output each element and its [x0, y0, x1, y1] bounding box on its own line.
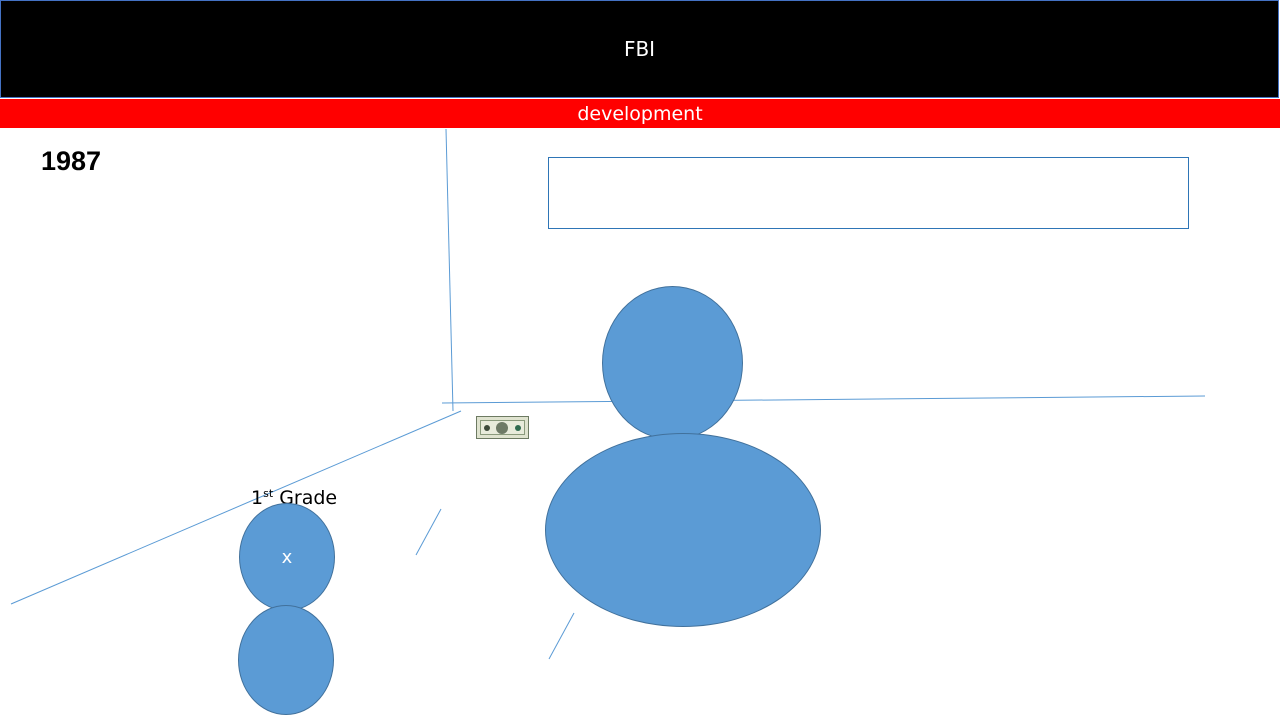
- small-figure-mark: x: [281, 546, 293, 568]
- subtitle-bar: development: [0, 99, 1280, 128]
- slide-subtitle: development: [577, 102, 703, 125]
- title-bar: FBI: [0, 0, 1279, 98]
- year-label: 1987: [41, 146, 102, 176]
- slide-title: FBI: [623, 37, 656, 61]
- diagonal-line: [10, 410, 462, 605]
- vertical-line: [445, 128, 454, 412]
- small-figure-body: [238, 605, 334, 715]
- empty-text-box: [548, 157, 1189, 229]
- horizontal-line: [441, 395, 1206, 404]
- large-figure-head: [602, 286, 743, 440]
- short-line-bottom: [548, 612, 575, 660]
- dollar-bill-icon: [476, 416, 529, 439]
- large-figure-body: [545, 433, 821, 627]
- short-line-left: [415, 508, 442, 556]
- small-figure-head: x: [239, 503, 335, 611]
